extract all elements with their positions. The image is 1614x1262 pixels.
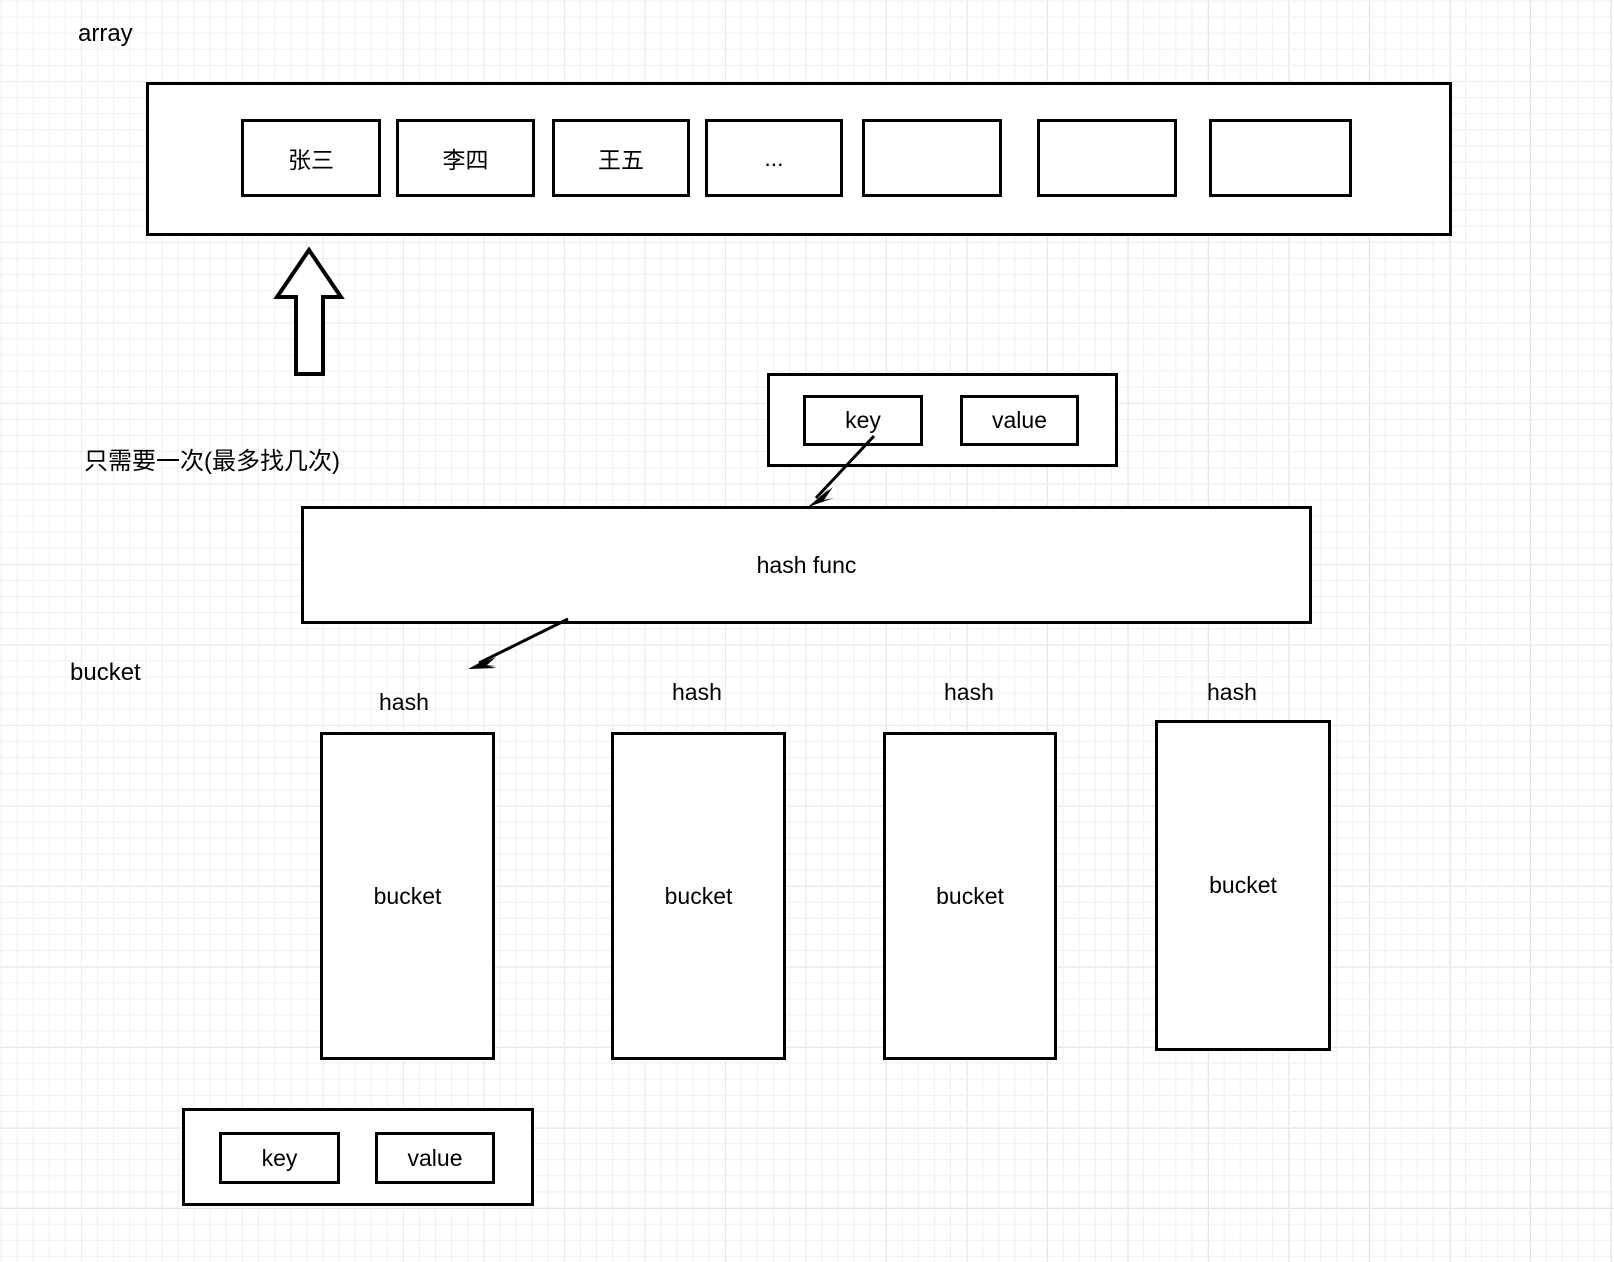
array-cell[interactable]: 李四 (396, 119, 535, 197)
bucket-box-4[interactable]: bucket (1155, 720, 1331, 1051)
kv-top-value-label: value (992, 407, 1047, 433)
kv-top-value-box[interactable]: value (960, 395, 1079, 446)
kv-bottom-value-label: value (407, 1144, 463, 1171)
kv-bottom-key-box[interactable]: key (219, 1132, 340, 1184)
array-cell[interactable] (1037, 119, 1177, 197)
bucket-section-label: bucket (70, 659, 141, 686)
bucket-box-label: bucket (373, 882, 442, 909)
array-cell-label: 张三 (288, 147, 334, 173)
bucket-box-3[interactable]: bucket (883, 732, 1057, 1060)
array-cell-label: ... (764, 144, 784, 171)
array-cell-label (1040, 122, 1174, 194)
lookup-note-label: 只需要一次(最多找几次) (84, 448, 340, 475)
array-cell[interactable]: ... (705, 119, 843, 197)
bucket-box-1[interactable]: bucket (320, 732, 495, 1060)
array-label: array (78, 20, 133, 47)
arrow-hashfunc-to-bucket (468, 617, 569, 669)
bucket-hash-label-3: hash (944, 679, 994, 705)
bucket-hash-label-1: hash (379, 689, 429, 715)
hash-func-box[interactable]: hash func (301, 506, 1312, 624)
hash-func-label: hash func (756, 551, 857, 578)
array-cell[interactable] (862, 119, 1002, 197)
bucket-box-label: bucket (1209, 872, 1277, 898)
kv-bottom-value-box[interactable]: value (375, 1132, 495, 1184)
array-cell-label: 李四 (442, 147, 489, 173)
block-arrow-up-icon (273, 246, 345, 376)
array-cell[interactable]: 王五 (552, 119, 690, 197)
kv-top-key-label: key (845, 407, 881, 433)
bucket-hash-label-4: hash (1207, 679, 1257, 705)
bucket-box-label: bucket (936, 882, 1004, 909)
bucket-box-2[interactable]: bucket (611, 732, 786, 1060)
array-cell-label (1212, 122, 1349, 194)
bucket-hash-label-2: hash (672, 679, 722, 705)
array-cell-label (865, 122, 999, 194)
kv-bottom-key-label: key (261, 1144, 298, 1171)
array-cell-label: 王五 (598, 147, 644, 173)
kv-top-key-box[interactable]: key (803, 395, 923, 446)
array-cell[interactable] (1209, 119, 1352, 197)
array-cell[interactable]: 张三 (241, 119, 381, 197)
bucket-box-label: bucket (664, 882, 733, 909)
